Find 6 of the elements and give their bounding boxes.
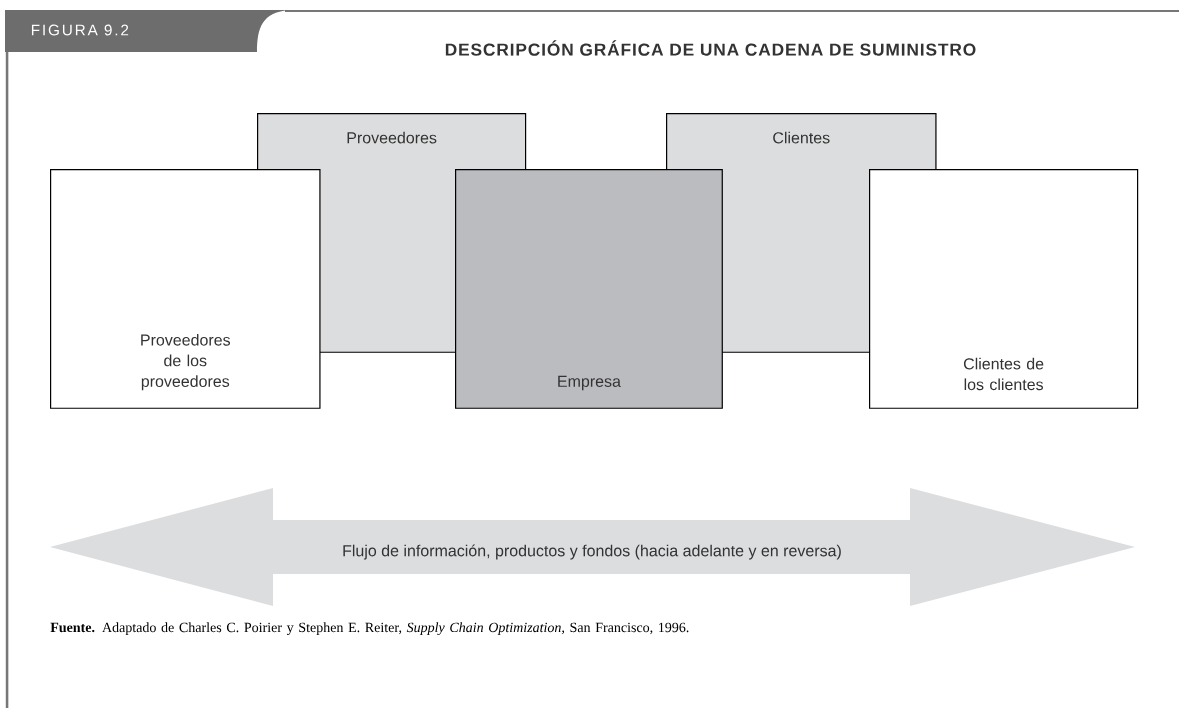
process-box: Clientes de los clientes [869, 169, 1139, 409]
figure-tab: FIGURA 9.2 [5, 10, 290, 52]
title: DESCRIPCIÓN GRÁFICA DE UNA CADENA DE SUMINISTRO [445, 40, 976, 56]
process-box: Proveedores de los proveedores [50, 169, 321, 409]
process-box: Empresa [455, 169, 723, 409]
caption: Fuente. Adaptado de Charles C. Poirier y Stephen E. Reiter, Supply Chain Optimization, San Francisco, 1996. [50, 622, 689, 635]
